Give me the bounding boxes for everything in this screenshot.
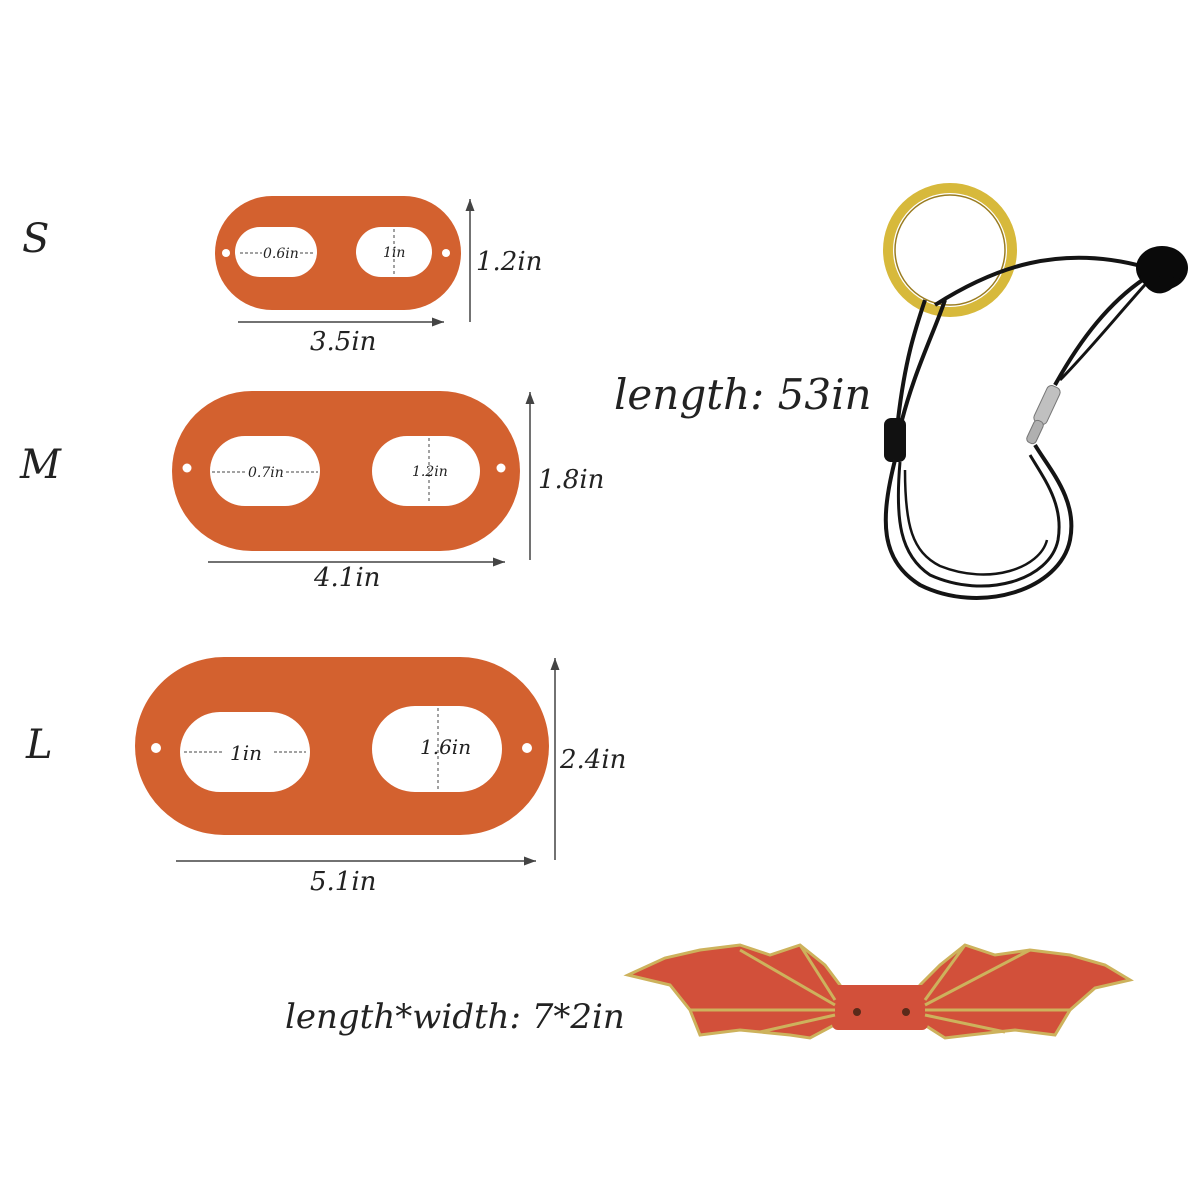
harness-l-hole-width: 1in (230, 741, 262, 765)
wing-vein-l2 (739, 948, 836, 1007)
wing-vein-r2 (924, 948, 1031, 1007)
wing-vein-r1 (923, 944, 967, 1001)
harness-l-rivet-left (151, 743, 161, 753)
wings-size-label: length*width: 7*2in (285, 997, 625, 1037)
wing-vein-r4 (924, 1013, 1006, 1034)
wing-vein-l1 (798, 944, 837, 1001)
harness-l-hole-height: 1.6in (420, 735, 471, 759)
leash-cord-coil-inner (896, 454, 1061, 588)
leash-clip (1033, 385, 1061, 425)
wing-vein-l4 (759, 1013, 836, 1034)
wing-veins (690, 944, 1070, 1034)
harness-s-hole-height: 1in (383, 245, 405, 261)
harness-m-height: 1.8in (538, 465, 604, 495)
leash-ring (883, 183, 1017, 317)
leash-swivel (1026, 419, 1044, 445)
harness-s-rivet-right (442, 249, 450, 257)
harness-m-plate (172, 391, 520, 551)
leash-cord-loop-right (900, 299, 947, 421)
harness-s-height: 1.2in (476, 247, 542, 277)
harness-m-hole-left (210, 436, 320, 506)
size-label-l: L (25, 722, 53, 768)
harness-l-hole-left (180, 712, 310, 792)
harness-l-hole-right (372, 706, 502, 792)
size-label-s: S (22, 216, 49, 262)
harness-m-width: 4.1in (313, 563, 380, 593)
harness-l: L 1in 1.6in 2.4in 5.1in (25, 657, 626, 897)
leash-cord-top (933, 255, 1156, 307)
leash-cord-loop-left (896, 299, 927, 421)
harness-s-rivet-left (222, 249, 230, 257)
wing-left (623, 943, 842, 1040)
leash-cord-lock (884, 418, 906, 462)
harness-m-rivet-right (496, 463, 506, 473)
wing-body (832, 985, 928, 1030)
harness-s-hole-left (235, 227, 317, 277)
leash-cord-coil-3 (903, 469, 1049, 576)
wing-right (918, 943, 1134, 1040)
harness-s-width: 3.5in (310, 327, 376, 357)
wing-hole-right (902, 1008, 910, 1016)
harness-m-hole-width: 0.7in (248, 465, 284, 481)
harness-l-rivet-right (522, 743, 532, 753)
harness-m: M 0.7in 1.2in 1.8in 4.1in (19, 391, 604, 593)
harness-l-width: 5.1in (310, 867, 376, 897)
harness-l-height: 2.4in (559, 745, 626, 775)
leash-image (883, 183, 1188, 600)
leash-cord-stopper-base (1140, 275, 1180, 294)
size-label-m: M (19, 442, 62, 488)
harness-s-plate (215, 196, 461, 310)
harness-m-hole-right (372, 436, 480, 506)
leash-cord-coil-outer (883, 443, 1074, 600)
harness-m-rivet-left (182, 463, 192, 473)
wings-image (623, 943, 1134, 1040)
harness-s-hole-width: 0.6in (263, 246, 299, 262)
leash-cord-side (1053, 273, 1152, 386)
leash-ring-inner-edge (894, 194, 1006, 306)
harness-s: S 0.6in 1in 1.2in 3.5in (22, 196, 542, 357)
wing-hole-left (853, 1008, 861, 1016)
leash-length-label: length: 53in (614, 370, 872, 419)
harness-m-hole-height: 1.2in (412, 464, 448, 480)
harness-s-hole-right (356, 227, 432, 277)
